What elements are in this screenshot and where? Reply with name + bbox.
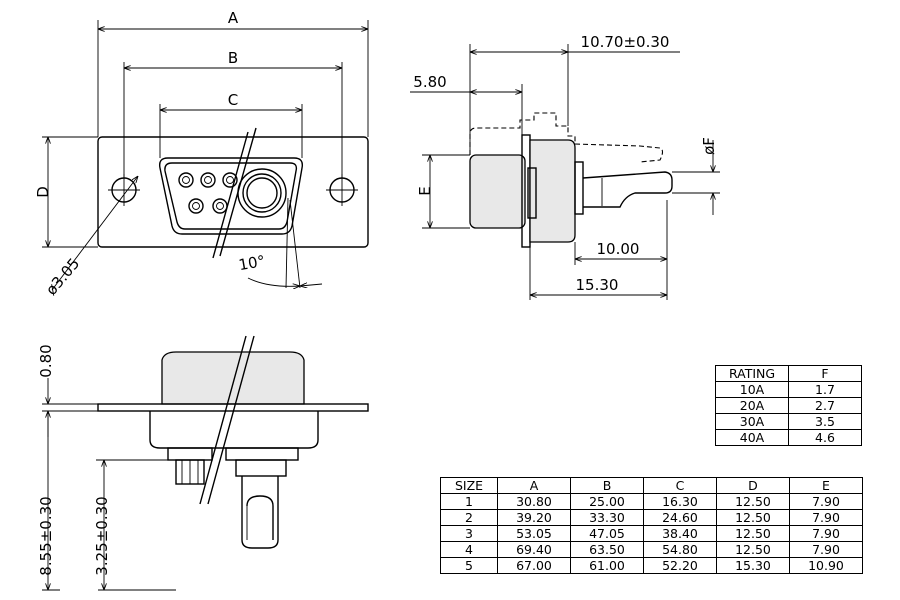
table-cell: 2	[440, 509, 498, 526]
table-cell: 33.30	[570, 509, 644, 526]
table-row: 5 67.00 61.00 52.20 15.30 10.90	[440, 557, 863, 574]
table-cell: 12.50	[716, 509, 790, 526]
table-cell: 69.40	[497, 541, 571, 558]
table-cell: 7.90	[789, 541, 863, 558]
f-cell: 2.7	[788, 397, 862, 414]
side-shell	[469, 154, 526, 229]
table-cell: 12.50	[716, 525, 790, 542]
table-cell: 3	[440, 525, 498, 542]
power-contact	[237, 168, 287, 218]
table-cell: 53.05	[497, 525, 571, 542]
table-row: 30A 3.5	[715, 413, 862, 430]
table-cell: 24.60	[643, 509, 717, 526]
angle-label: 10°	[237, 252, 266, 274]
table-cell: 16.30	[643, 493, 717, 510]
dim-f-label: øF	[700, 137, 718, 155]
contact	[178, 172, 194, 188]
bottom-shell	[161, 351, 305, 405]
rating-cell: 40A	[715, 429, 789, 446]
table-cell: 1	[440, 493, 498, 510]
c-header: C	[643, 477, 717, 494]
d-shell-inner	[164, 162, 298, 230]
contact	[188, 198, 204, 214]
table-row: 4 69.40 63.50 54.80 12.50 7.90	[440, 541, 863, 558]
table-cell: 7.90	[789, 493, 863, 510]
table-cell: 38.40	[643, 525, 717, 542]
table-cell: 12.50	[716, 493, 790, 510]
dim-3-25: 3.25±0.30	[93, 496, 111, 575]
table-cell: 7.90	[789, 509, 863, 526]
table-cell: 25.00	[570, 493, 644, 510]
table-row: 2 39.20 33.30 24.60 12.50 7.90	[440, 509, 863, 526]
dim-c-label: C	[228, 91, 238, 109]
table-row: 3 53.05 47.05 38.40 12.50 7.90	[440, 525, 863, 542]
table-cell: 52.20	[643, 557, 717, 574]
rating-cell: 10A	[715, 381, 789, 398]
table-cell: 67.00	[497, 557, 571, 574]
table-cell: 39.20	[497, 509, 571, 526]
dim-a-label: A	[228, 9, 239, 27]
table-row: 10A 1.7	[715, 381, 862, 398]
a-header: A	[497, 477, 571, 494]
table-row: 40A 4.6	[715, 429, 862, 446]
dim-10-00: 10.00	[597, 240, 640, 258]
dim-d-label: D	[34, 186, 52, 198]
f-header: F	[788, 365, 862, 382]
table-cell: 63.50	[570, 541, 644, 558]
size-table: SIZE A B C D E 1 30.80 25.00 16.30 12.50…	[440, 477, 863, 574]
table-cell: 4	[440, 541, 498, 558]
front-flange	[97, 136, 369, 248]
dim-0-80: 0.80	[37, 344, 55, 377]
rating-table: RATING F 10A 1.7 20A 2.7 30A 3.5 40A 4.6	[715, 365, 862, 446]
f-cell: 1.7	[788, 381, 862, 398]
contact	[200, 172, 216, 188]
contact	[222, 172, 238, 188]
d-header: D	[716, 477, 790, 494]
dim-b-label: B	[228, 49, 238, 67]
front-view: A B C D ø3.05 10°	[34, 9, 369, 299]
rating-cell: 30A	[715, 413, 789, 430]
dim-10-70: 10.70±0.30	[581, 33, 670, 51]
table-cell: 10.90	[789, 557, 863, 574]
table-cell: 61.00	[570, 557, 644, 574]
contact	[212, 198, 228, 214]
side-view: 10.70±0.30 5.80 E øF 10.00 15.30	[410, 33, 720, 300]
table-cell: 54.80	[643, 541, 717, 558]
table-cell: 47.05	[570, 525, 644, 542]
table-row: 1 30.80 25.00 16.30 12.50 7.90	[440, 493, 863, 510]
dim-15-30: 15.30	[576, 276, 619, 294]
rating-cell: 20A	[715, 397, 789, 414]
table-cell: 7.90	[789, 525, 863, 542]
table-row: 20A 2.7	[715, 397, 862, 414]
f-cell: 3.5	[788, 413, 862, 430]
dim-8-55: 8.55±0.30	[37, 496, 55, 575]
b-header: B	[570, 477, 644, 494]
size-header: SIZE	[440, 477, 498, 494]
table-cell: 30.80	[497, 493, 571, 510]
table-cell: 15.30	[716, 557, 790, 574]
dim-5-80: 5.80	[413, 73, 446, 91]
e-header: E	[789, 477, 863, 494]
table-cell: 5	[440, 557, 498, 574]
bottom-view: 0.80 8.55±0.30 3.25±0.30	[37, 335, 369, 591]
d-shell-outer	[158, 157, 304, 235]
rating-header: RATING	[715, 365, 789, 382]
f-cell: 4.6	[788, 429, 862, 446]
table-cell: 12.50	[716, 541, 790, 558]
hole-dia-label: ø3.05	[42, 255, 83, 299]
bottom-flange	[97, 403, 369, 412]
dim-e-label: E	[416, 186, 434, 195]
